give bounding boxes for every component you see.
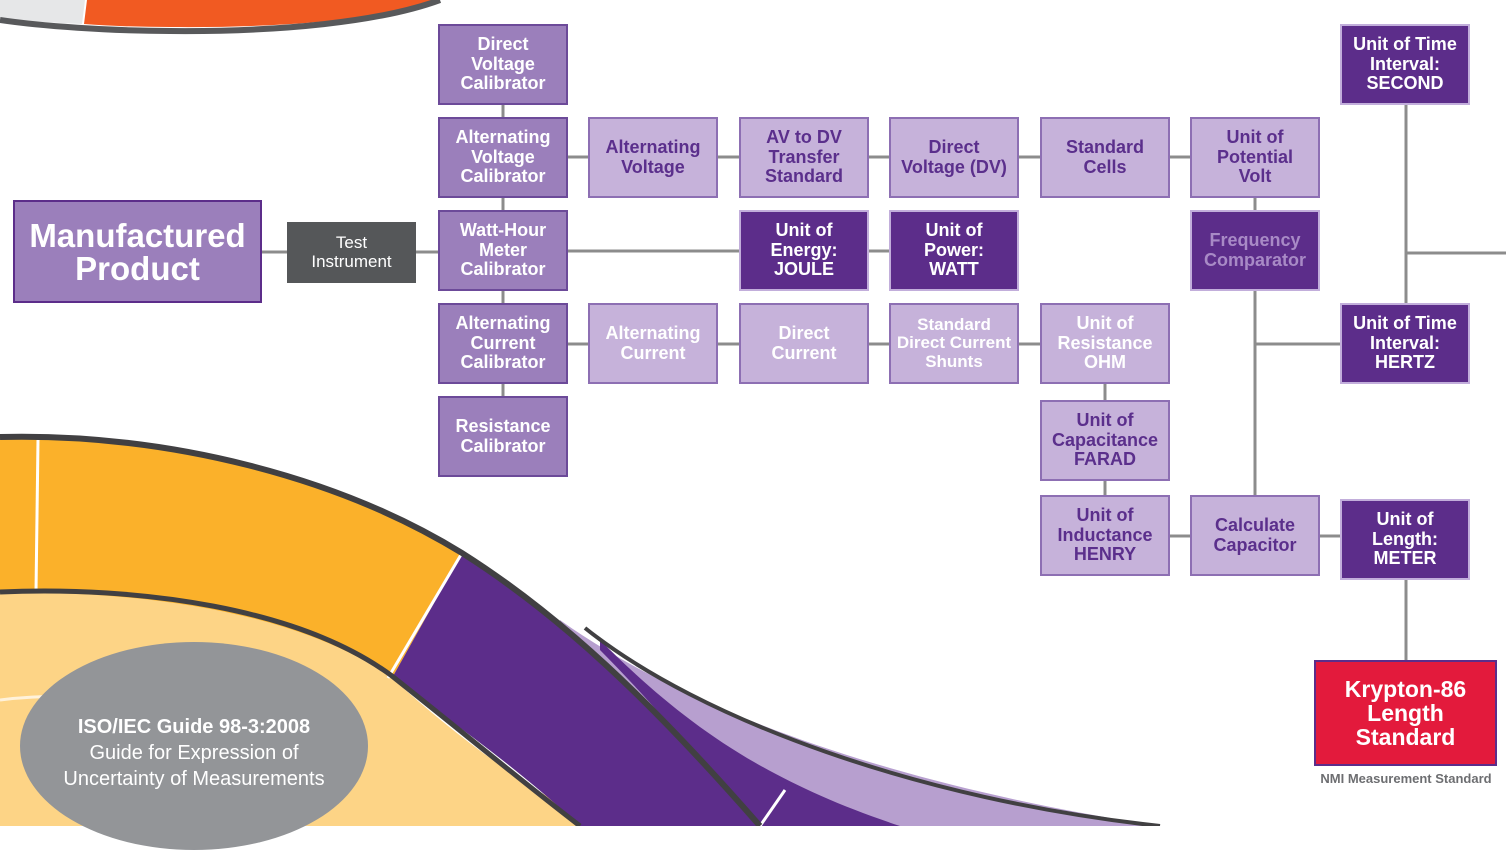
calculate-capacitor-box: Calculate Capacitor bbox=[1190, 495, 1320, 576]
direct-voltage-box: Direct Voltage (DV) bbox=[889, 117, 1019, 198]
unit-meter-box: Unit of Length: METER bbox=[1340, 499, 1470, 580]
top-arc-outline bbox=[0, 0, 442, 35]
iso-guide-label: ISO/IEC Guide 98-3:2008 Guide for Expres… bbox=[20, 714, 368, 792]
unit-henry-box: Unit of Inductance HENRY bbox=[1040, 495, 1170, 576]
krypton-standard-box: Krypton-86 Length Standard bbox=[1314, 660, 1497, 766]
iso-guide-subtitle: Guide for Expression of Uncertainty of M… bbox=[63, 742, 325, 790]
direct-current-box: Direct Current bbox=[739, 303, 869, 384]
purple-band bbox=[392, 553, 760, 826]
nmi-standard-caption: NMI Measurement Standard bbox=[1320, 771, 1492, 786]
iso-guide-oval bbox=[20, 642, 368, 850]
band-outline-top bbox=[0, 433, 763, 826]
unit-hertz-box: Unit of Time Interval: HERTZ bbox=[1340, 303, 1470, 384]
unit-joule-box: Unit of Energy: JOULE bbox=[739, 210, 869, 291]
test-instrument-box: Test Instrument bbox=[287, 222, 416, 283]
unit-farad-box: Unit of Capacitance FARAD bbox=[1040, 400, 1170, 481]
manufactured-product-box: Manufactured Product bbox=[13, 200, 262, 303]
av-calibrator-box: Alternating Voltage Calibrator bbox=[438, 117, 568, 198]
band-outline-low bbox=[583, 626, 1161, 826]
orange-band bbox=[0, 436, 462, 678]
av-dv-transfer-box: AV to DV Transfer Standard bbox=[739, 117, 869, 198]
alternating-voltage-box: Alternating Voltage bbox=[588, 117, 718, 198]
purple-band-2 bbox=[600, 640, 900, 826]
wh-meter-calibrator-box: Watt-Hour Meter Calibrator bbox=[438, 210, 568, 291]
unit-second-box: Unit of Time Interval: SECOND bbox=[1340, 24, 1470, 105]
alternating-current-box: Alternating Current bbox=[588, 303, 718, 384]
unit-volt-box: Unit of Potential Volt bbox=[1190, 117, 1320, 198]
standard-cells-box: Standard Cells bbox=[1040, 117, 1170, 198]
top-arc-grey bbox=[0, 0, 85, 24]
band-outline-mid bbox=[0, 588, 582, 826]
frequency-comparator-box: Frequency Comparator bbox=[1190, 210, 1320, 291]
dc-shunts-box: Standard Direct Current Shunts bbox=[889, 303, 1019, 384]
dv-calibrator-box: Direct Voltage Calibrator bbox=[438, 24, 568, 105]
top-arc-orange bbox=[84, 0, 440, 28]
unit-ohm-box: Unit of Resistance OHM bbox=[1040, 303, 1170, 384]
resistance-calibrator-box: Resistance Calibrator bbox=[438, 396, 568, 477]
ac-calibrator-box: Alternating Current Calibrator bbox=[438, 303, 568, 384]
iso-guide-title: ISO/IEC Guide 98-3:2008 bbox=[77, 716, 311, 738]
unit-watt-box: Unit of Power: WATT bbox=[889, 210, 1019, 291]
